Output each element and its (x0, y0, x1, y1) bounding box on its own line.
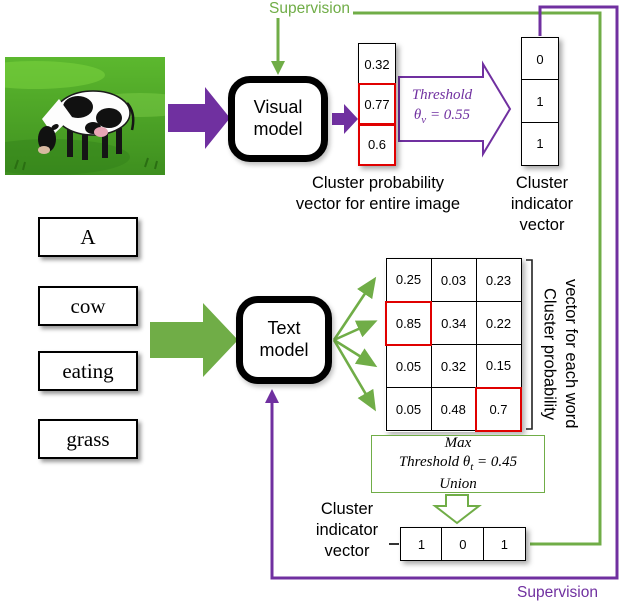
supervision-label-top: Supervision (266, 0, 353, 18)
matrix-cell: 0.22 (475, 301, 522, 345)
visual-probability-vector: 0.32 0.77 0.6 (358, 43, 396, 166)
visual-to-vector-arrow-icon (332, 104, 358, 134)
text-to-row4-arrow (332, 339, 376, 412)
matrix-cell: 0.32 (430, 344, 477, 388)
supervision-label-bottom: Supervision (517, 584, 598, 601)
matrix-cell: 0.48 (430, 387, 477, 431)
vector-cell: 1 (521, 121, 559, 166)
matrix-row: 0.05 0.48 0.7 (385, 386, 522, 432)
vector-cell: 0 (521, 37, 559, 81)
matrix-cell: 0.34 (430, 301, 477, 345)
words-to-text-arrow-icon (150, 303, 238, 377)
matrix-cell: 0.7 (475, 386, 522, 432)
text-indicator-vector: 1 0 1 (400, 527, 526, 561)
cow-image (5, 57, 165, 175)
matrix-cell: 0.23 (475, 258, 522, 302)
word-label: eating (62, 358, 114, 383)
word-label: grass (66, 426, 110, 451)
visual-model-box: Visual model (228, 76, 328, 162)
matrix-row: 0.05 0.32 0.15 (385, 344, 522, 388)
visual-threshold-label: Threshold θv = 0.55 (399, 85, 485, 128)
word-box: A (38, 217, 138, 257)
threshold-equation: θv = 0.55 (399, 105, 485, 128)
word-label: cow (70, 293, 106, 318)
supervision-green-arrowhead-icon (271, 61, 285, 75)
word-box: eating (38, 351, 138, 391)
cow-figure (38, 90, 135, 160)
visual-indicator-caption: Cluster indicator vector (510, 174, 574, 235)
matrix-cell: 0.05 (385, 387, 432, 431)
supervision-purple-arrowhead-icon (265, 389, 279, 403)
word-probability-matrix: 0.25 0.03 0.23 0.85 0.34 0.22 0.05 0.32 … (385, 258, 522, 432)
text-model-box: Text model (236, 296, 332, 384)
word-label: A (80, 224, 96, 249)
word-box: cow (38, 286, 138, 326)
text-model-label: Text model (259, 318, 309, 360)
vector-cell: 1 (400, 527, 443, 561)
reduce-threshold-label: Threshold θt = 0.45 (399, 453, 517, 475)
text-indicator-caption: Cluster indicator vector (315, 500, 379, 561)
reduce-union-label: Union (439, 475, 477, 492)
matrix-cell: 0.03 (430, 258, 477, 302)
matrix-caption-rotated: Cluster probability vector for each word (540, 279, 580, 429)
matrix-bracket (526, 259, 533, 430)
vector-cell: 0 (441, 527, 485, 561)
vector-cell: 1 (521, 79, 559, 124)
text-to-row3-arrow (333, 338, 378, 368)
union-down-arrow-icon (432, 494, 482, 525)
image-to-visual-arrow-icon (168, 87, 230, 149)
visual-prob-caption: Cluster probability vector for entire im… (295, 174, 461, 214)
threshold-value: = 0.45 (473, 454, 518, 471)
threshold-value: = 0.55 (426, 107, 471, 124)
visual-model-label: Visual model (253, 97, 303, 139)
visual-indicator-vector: 0 1 1 (521, 37, 559, 166)
threshold-word: Threshold (411, 87, 473, 103)
vector-cell: 0.32 (358, 43, 396, 85)
vector-cell: 0.6 (358, 123, 396, 166)
word-box: grass (38, 419, 138, 459)
vector-cell: 1 (482, 527, 526, 561)
matrix-cell: 0.85 (385, 300, 432, 346)
matrix-row: 0.25 0.03 0.23 (385, 258, 522, 302)
threshold-text: Threshold θ (398, 454, 471, 471)
text-to-row2-arrow (333, 320, 378, 342)
matrix-cell: 0.15 (475, 344, 522, 388)
vector-cell: 0.77 (358, 83, 396, 126)
matrix-row: 0.85 0.34 0.22 (385, 300, 522, 346)
text-to-row1-arrow (332, 276, 377, 341)
matrix-cell: 0.05 (385, 344, 432, 388)
matrix-cell: 0.25 (385, 258, 432, 302)
max-threshold-union-box: Max Threshold θt = 0.45 Union (371, 435, 545, 493)
reduce-max-label: Max (444, 435, 472, 452)
